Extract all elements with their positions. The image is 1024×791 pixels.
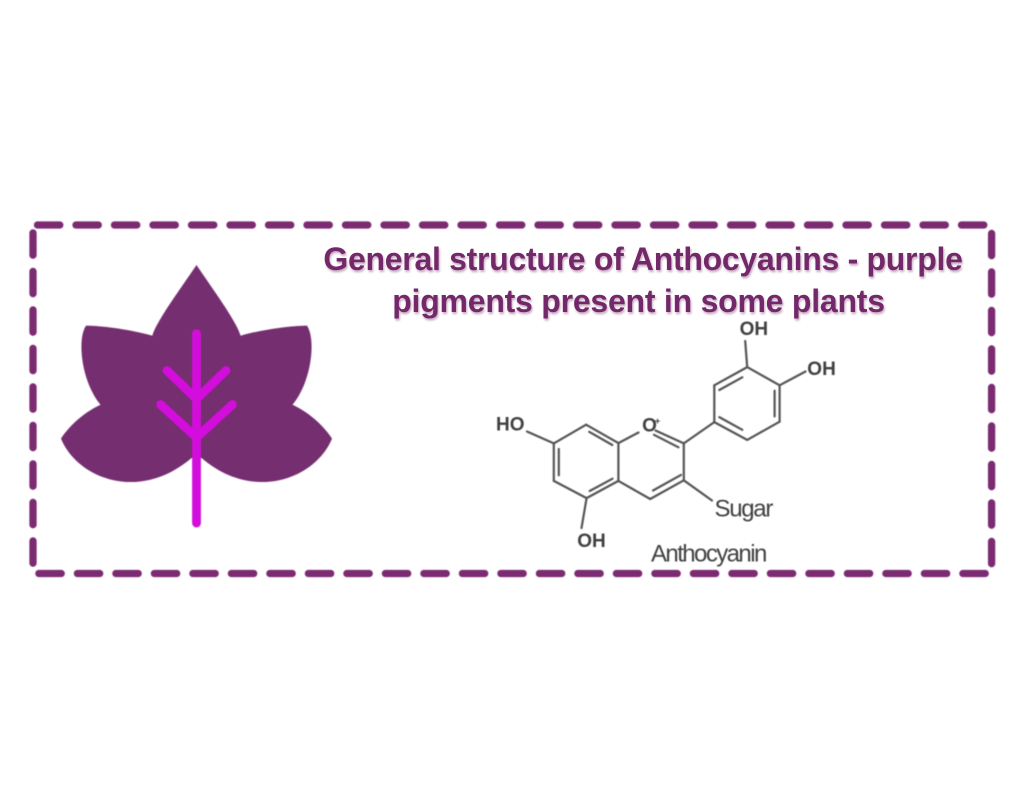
svg-text:O: O bbox=[642, 415, 657, 436]
svg-text:OH: OH bbox=[807, 359, 836, 380]
svg-text:OH: OH bbox=[577, 531, 606, 552]
svg-text:Sugar: Sugar bbox=[715, 496, 774, 523]
svg-text:OH: OH bbox=[740, 319, 769, 340]
svg-text:Anthocyanin: Anthocyanin bbox=[651, 540, 766, 567]
svg-text:+: + bbox=[655, 416, 661, 427]
svg-text:HO: HO bbox=[496, 415, 525, 436]
